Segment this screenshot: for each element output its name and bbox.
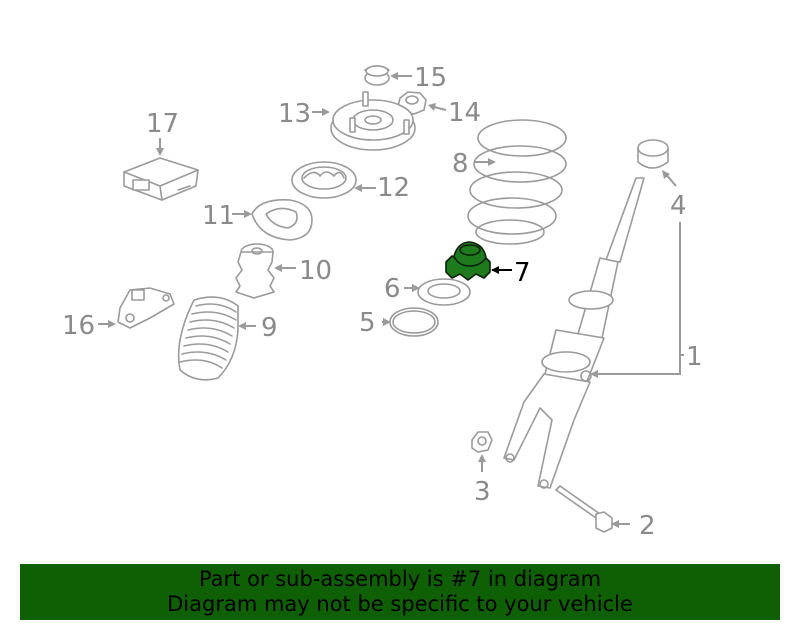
callout-10[interactable]: 10 [299, 256, 332, 286]
part-9-dust-boot[interactable] [177, 296, 239, 381]
callout-8[interactable]: 8 [452, 149, 469, 179]
callout-9[interactable]: 9 [261, 313, 278, 343]
part-10-bump-stop[interactable] [235, 243, 275, 299]
part-4-bushing[interactable] [637, 139, 669, 169]
callout-7-highlighted[interactable]: 7 [514, 258, 531, 288]
part-1-strut-assembly[interactable] [503, 177, 645, 489]
banner-line-disclaimer: Diagram may not be specific to your vehi… [167, 592, 633, 616]
callout-13[interactable]: 13 [278, 99, 311, 129]
leader-arrowheads [108, 72, 670, 528]
callout-labels: 1 2 3 4 5 6 7 8 9 10 11 12 13 14 15 16 1… [62, 63, 703, 541]
callout-3[interactable]: 3 [474, 477, 491, 507]
callout-17[interactable]: 17 [146, 109, 179, 139]
part-6-bearing-ring[interactable] [417, 278, 471, 306]
part-8-coil-spring[interactable] [467, 119, 567, 245]
callout-12[interactable]: 12 [377, 173, 410, 203]
callout-1[interactable]: 1 [686, 342, 703, 372]
info-banner: Part or sub-assembly is #7 in diagram Di… [20, 564, 780, 620]
part-5-o-ring[interactable] [389, 307, 439, 337]
callout-6[interactable]: 6 [384, 274, 401, 304]
callout-11[interactable]: 11 [202, 201, 235, 231]
callout-4[interactable]: 4 [670, 191, 687, 221]
callout-16[interactable]: 16 [62, 311, 95, 341]
callout-14[interactable]: 14 [448, 98, 481, 128]
part-13-strut-mount[interactable] [330, 91, 416, 151]
part-12-spring-seat[interactable] [291, 161, 357, 199]
part-3-nut[interactable] [471, 431, 493, 453]
part-11-insulator[interactable] [251, 198, 313, 241]
callout-15[interactable]: 15 [414, 63, 447, 93]
callout-2[interactable]: 2 [639, 511, 656, 541]
callout-5[interactable]: 5 [359, 308, 376, 338]
parts-diagram: 1 2 3 4 5 6 7 8 9 10 11 12 13 14 15 16 1… [62, 63, 703, 541]
part-2-bolt[interactable] [555, 485, 613, 533]
part-17-control-module[interactable] [123, 157, 199, 201]
banner-line-part: Part or sub-assembly is #7 in diagram [198, 567, 602, 591]
part-7-spring-seat-highlighted[interactable] [445, 241, 491, 281]
part-16-bracket[interactable] [117, 287, 175, 329]
part-15-cap[interactable] [364, 65, 390, 86]
